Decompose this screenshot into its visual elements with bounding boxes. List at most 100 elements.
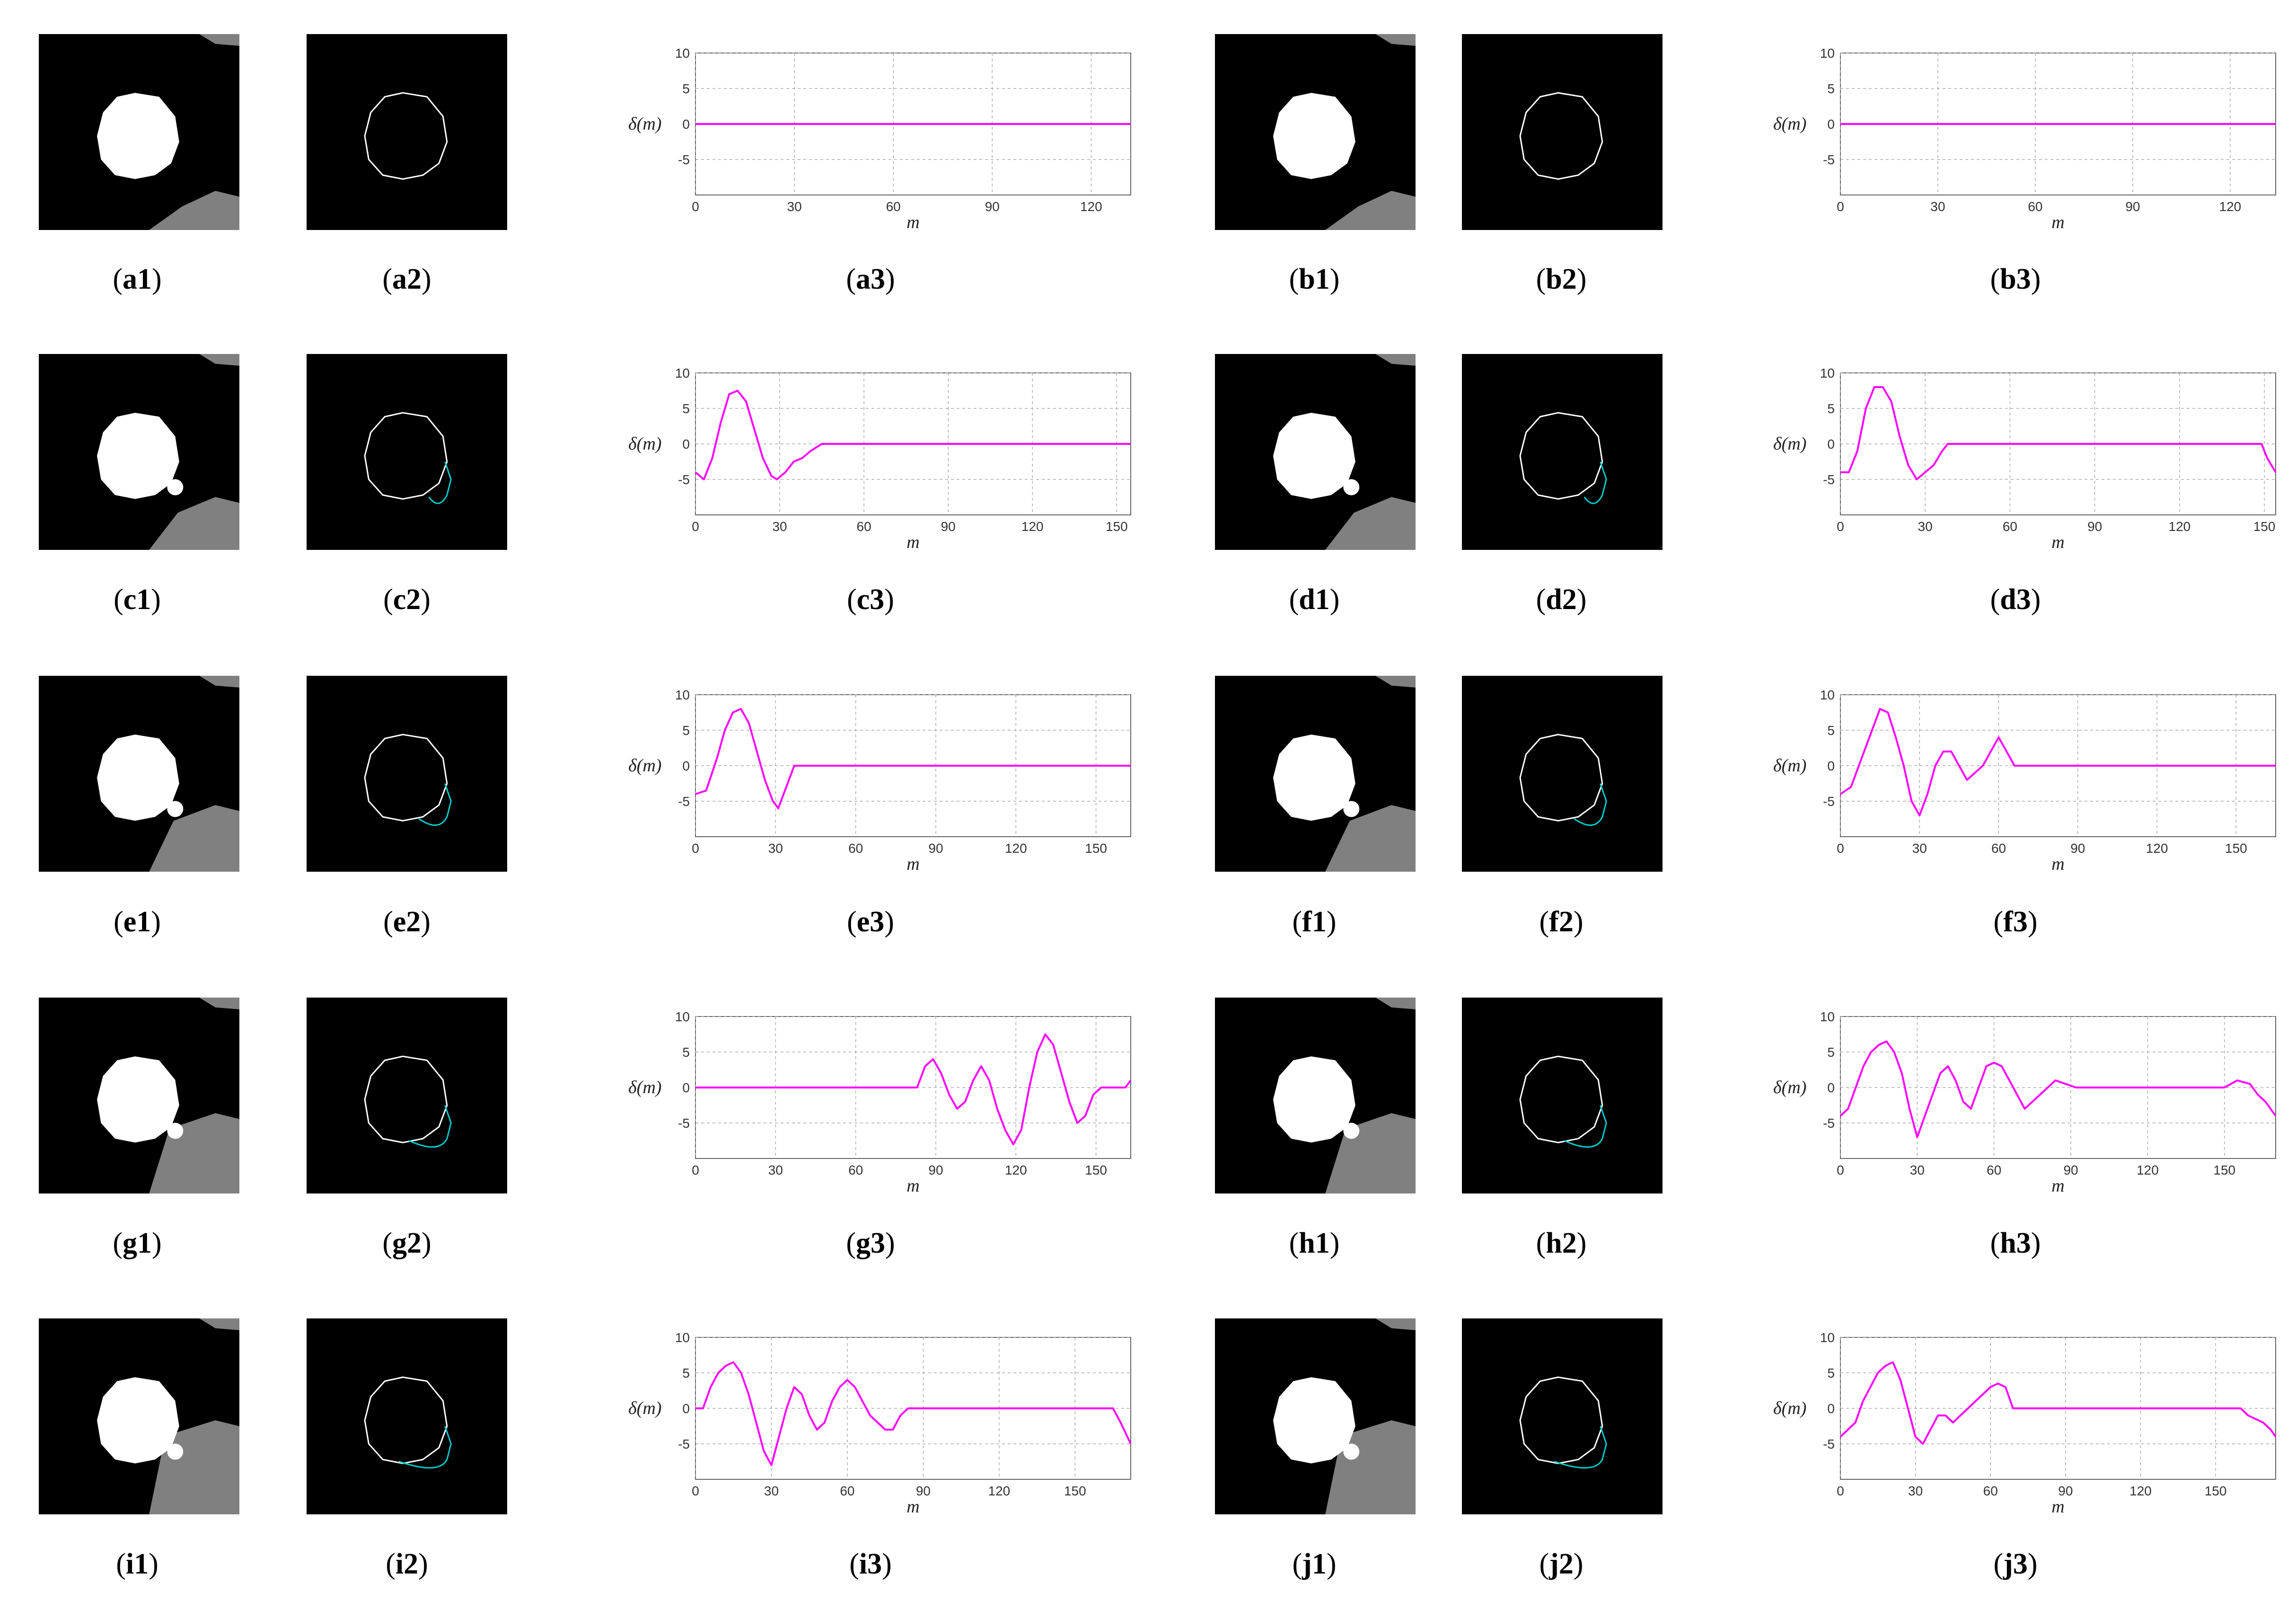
panel-caption-id: b3 bbox=[2000, 263, 2031, 295]
panel-caption: (d1) bbox=[1289, 583, 1340, 616]
x-tick-label: 90 bbox=[928, 1163, 943, 1177]
panel-b1 bbox=[1215, 34, 1416, 230]
delta-series-line bbox=[695, 389, 1131, 480]
panel-caption: (h2) bbox=[1536, 1227, 1587, 1259]
y-axis-label: δ(m) bbox=[628, 1398, 661, 1418]
panel-caption-id: b2 bbox=[1546, 263, 1577, 295]
y-tick-label: 5 bbox=[682, 723, 690, 738]
y-tick-label: 0 bbox=[682, 437, 690, 451]
x-tick-label: 120 bbox=[1005, 1163, 1027, 1177]
x-axis-label: m bbox=[2051, 532, 2064, 552]
x-tick-label: 30 bbox=[1930, 199, 1945, 214]
x-tick-label: 60 bbox=[848, 1163, 863, 1177]
panel-caption: (g1) bbox=[113, 1227, 162, 1259]
x-tick-label: 150 bbox=[1106, 519, 1128, 534]
panel-g2 bbox=[307, 998, 507, 1193]
panel-caption-id: c1 bbox=[123, 583, 151, 616]
y-tick-label: 0 bbox=[1827, 437, 1835, 451]
y-tick-label: 0 bbox=[1827, 117, 1835, 132]
x-axis-label: m bbox=[2051, 854, 2064, 874]
y-tick-label: 10 bbox=[1820, 1009, 1835, 1024]
panel-caption: (g2) bbox=[382, 1227, 431, 1259]
y-axis-label: δ(m) bbox=[628, 756, 661, 776]
panel-caption: (c3) bbox=[847, 583, 894, 616]
y-tick-label: 5 bbox=[1827, 1045, 1835, 1060]
y-axis-label: δ(m) bbox=[1773, 114, 1806, 134]
x-tick-label: 30 bbox=[764, 1484, 779, 1498]
x-axis-label: m bbox=[2051, 1497, 2064, 1517]
y-tick-label: -5 bbox=[678, 152, 690, 167]
delta-series-line bbox=[695, 708, 1131, 809]
panel-caption-id: g3 bbox=[856, 1227, 885, 1259]
y-tick-label: 0 bbox=[682, 1080, 690, 1095]
y-tick-label: -5 bbox=[1823, 794, 1835, 809]
x-tick-label: 150 bbox=[1085, 1163, 1107, 1177]
x-tick-label: 120 bbox=[2129, 1484, 2152, 1498]
x-tick-label: 60 bbox=[886, 199, 901, 214]
y-tick-label: 0 bbox=[1827, 1080, 1835, 1095]
y-axis-label: δ(m) bbox=[628, 1078, 661, 1097]
delta-series-line bbox=[695, 1361, 1132, 1466]
x-tick-label: 90 bbox=[2125, 199, 2140, 214]
x-tick-label: 90 bbox=[941, 519, 956, 534]
x-tick-label: 60 bbox=[1983, 1484, 1998, 1498]
y-tick-label: -5 bbox=[678, 1437, 690, 1451]
x-tick-label: 60 bbox=[2003, 519, 2017, 534]
panel-caption-id: a3 bbox=[856, 263, 885, 295]
x-axis-label: m bbox=[906, 1497, 919, 1517]
y-tick-label: 5 bbox=[1827, 723, 1835, 738]
segmentation-mask-image bbox=[39, 676, 239, 872]
y-tick-label: -5 bbox=[1823, 1437, 1835, 1451]
panel-caption-id: b1 bbox=[1299, 263, 1330, 295]
panel-caption-id: i3 bbox=[859, 1548, 882, 1580]
y-axis-label: δ(m) bbox=[628, 434, 661, 454]
delta-series-line bbox=[695, 1033, 1132, 1145]
contour-image bbox=[1462, 1318, 1663, 1514]
panel-caption: (a1) bbox=[113, 263, 162, 295]
x-tick-label: 30 bbox=[772, 519, 787, 534]
y-tick-label: 5 bbox=[682, 401, 690, 416]
y-tick-label: 5 bbox=[682, 1366, 690, 1380]
panel-a2 bbox=[307, 34, 507, 230]
panel-g1 bbox=[39, 998, 239, 1193]
y-axis-label: δ(m) bbox=[1773, 756, 1806, 776]
segmentation-mask-image bbox=[1215, 354, 1416, 550]
panel-caption: (a3) bbox=[846, 263, 895, 295]
x-tick-label: 90 bbox=[985, 199, 1000, 214]
panel-caption-id: i2 bbox=[395, 1548, 419, 1580]
panel-caption: (b1) bbox=[1289, 263, 1340, 295]
contour-image bbox=[307, 676, 507, 872]
y-tick-label: 5 bbox=[682, 81, 690, 96]
x-tick-label: 0 bbox=[1837, 199, 1844, 214]
panel-caption-id: d2 bbox=[1546, 583, 1577, 616]
y-tick-label: 10 bbox=[675, 1009, 690, 1024]
segmentation-mask-image bbox=[39, 34, 239, 230]
x-tick-label: 150 bbox=[1085, 841, 1107, 856]
contour-image bbox=[307, 34, 507, 230]
panel-c2 bbox=[307, 354, 507, 550]
panel-caption: (c2) bbox=[383, 583, 431, 616]
x-axis-label: m bbox=[2051, 212, 2064, 232]
y-tick-label: -5 bbox=[1823, 1116, 1835, 1131]
panel-caption-id: c3 bbox=[856, 583, 885, 616]
panel-caption: (i2) bbox=[386, 1548, 428, 1580]
panel-caption: (f2) bbox=[1539, 906, 1583, 938]
y-tick-label: -5 bbox=[678, 1116, 690, 1131]
panel-caption-id: d1 bbox=[1299, 583, 1330, 616]
x-tick-label: 150 bbox=[2253, 519, 2276, 534]
panel-j2 bbox=[1462, 1318, 1663, 1514]
x-tick-label: 0 bbox=[1837, 519, 1844, 534]
x-tick-label: 0 bbox=[692, 519, 699, 534]
panel-caption-id: d3 bbox=[2000, 583, 2031, 616]
x-tick-label: 0 bbox=[1837, 1163, 1844, 1177]
segmentation-mask-image bbox=[39, 354, 239, 550]
panel-caption-id: f1 bbox=[1302, 906, 1327, 938]
y-tick-label: -5 bbox=[678, 472, 690, 487]
